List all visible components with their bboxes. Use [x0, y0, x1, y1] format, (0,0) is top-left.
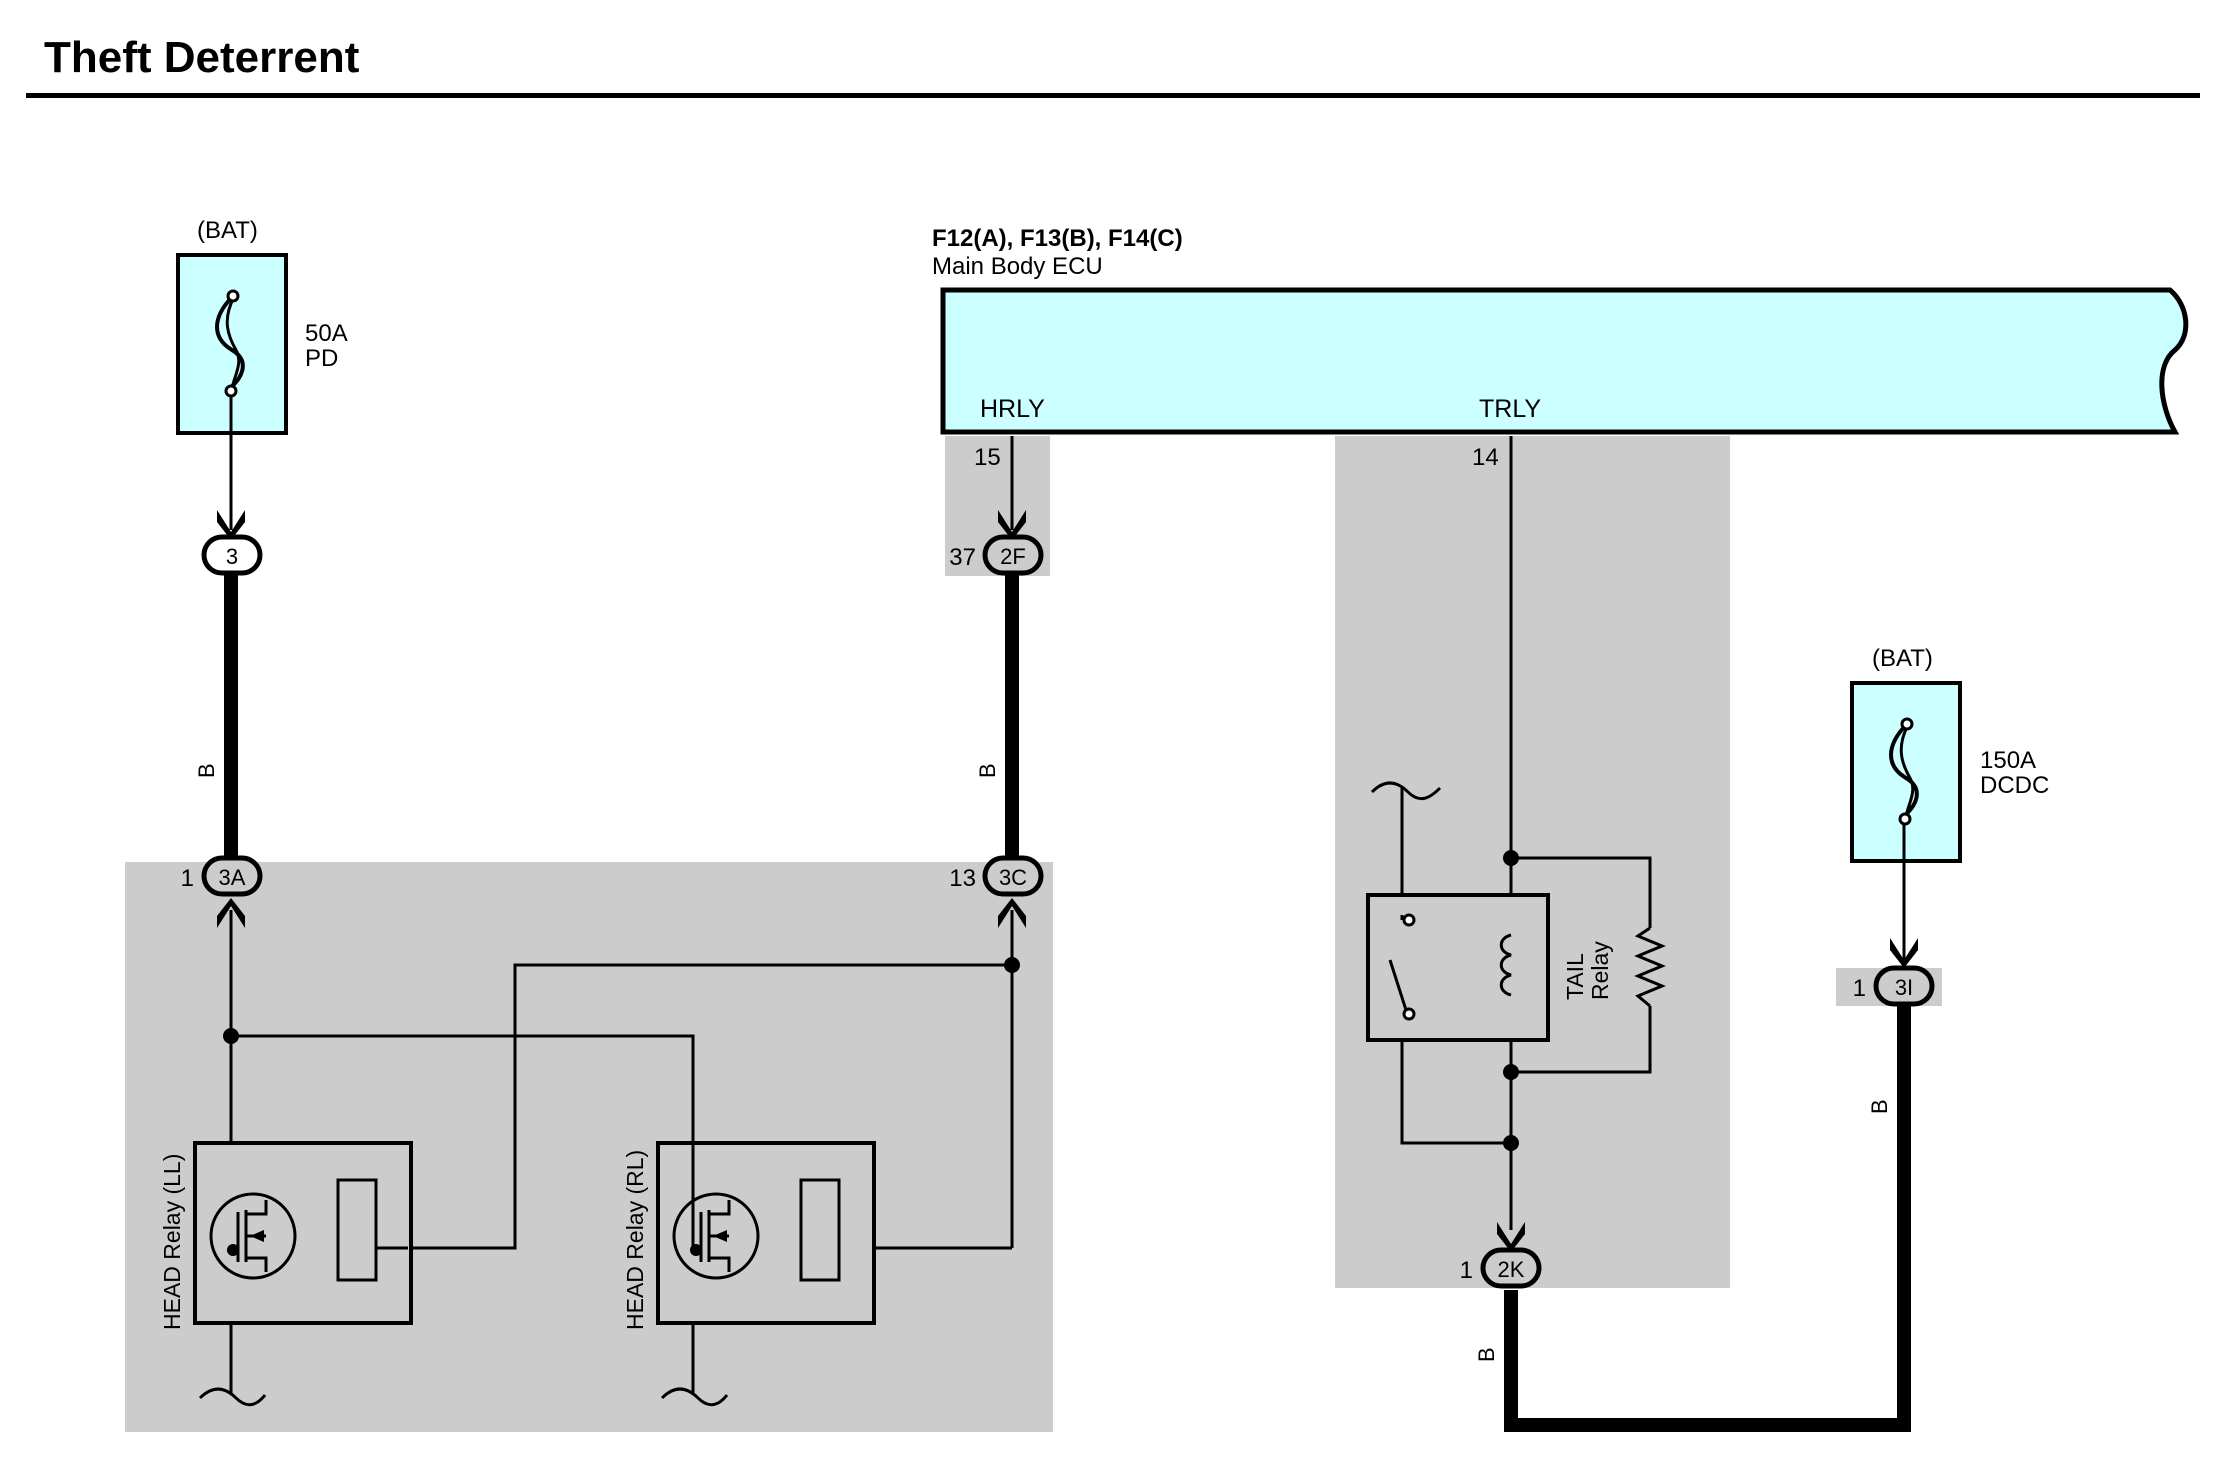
connector-3c-id: 3C — [999, 865, 1027, 890]
fuse-icon — [215, 289, 245, 398]
connector-3i-pin: 1 — [1853, 975, 1866, 1002]
connector-3-id: 3 — [226, 544, 238, 569]
connector-arrows — [217, 510, 1918, 1252]
connector-2f: 2F 37 — [949, 534, 1044, 576]
fuse-dcdc-rating: 150A — [1980, 747, 2036, 774]
connector-3a: 3A 1 — [181, 855, 263, 897]
fuse-pd-source: (BAT) — [197, 217, 258, 244]
connector-3c: 3C 13 — [949, 855, 1044, 897]
fuse-dcdc-source: (BAT) — [1872, 645, 1933, 672]
connector-2k-id: 2K — [1498, 1257, 1525, 1282]
relay-name-line1: TAIL — [1562, 953, 1588, 1000]
wire — [1511, 1006, 1652, 1074]
wire-thick — [1504, 1004, 1911, 1432]
wire-color-label: B — [1867, 1099, 1892, 1114]
head-relay-rl: HEAD Relay (RL) — [622, 1141, 876, 1330]
junction-dot — [223, 1028, 239, 1044]
connector-2f-pin: 37 — [949, 544, 976, 571]
arrow-down — [1497, 1222, 1525, 1252]
connector-3i: 3I 1 — [1853, 965, 1935, 1007]
connector-2k: 2K 1 — [1460, 1247, 1542, 1289]
ecu-connectors: F12(A), F13(B), F14(C) — [932, 225, 1183, 252]
junction-dot — [1004, 957, 1020, 973]
wire-color-label: B — [1474, 1347, 1499, 1362]
junctions — [223, 850, 1519, 1151]
tail-relay: TAIL Relay — [1366, 893, 1666, 1042]
fuse-dcdc-name: DCDC — [1980, 772, 2049, 799]
junction-dot — [1503, 1064, 1519, 1080]
arrow-down — [998, 510, 1026, 540]
head-relay-ll: HEAD Relay (LL) — [159, 1141, 413, 1330]
fuse-pd-rating: 50A — [305, 320, 348, 347]
mosfet-relay-icon — [672, 1143, 841, 1282]
wires — [224, 396, 1911, 1432]
wire-color-label: B — [194, 763, 219, 778]
arrow-down — [217, 510, 245, 540]
wire — [408, 963, 1012, 1250]
ground-tilde-icon — [1370, 781, 1442, 801]
fuse-pd-name: PD — [305, 345, 338, 372]
main-body-ecu: F12(A), F13(B), F14(C) Main Body ECU HRL… — [932, 225, 2189, 471]
connector-3a-id: 3A — [219, 865, 246, 890]
fuse-pd: (BAT) 50A PD — [176, 217, 348, 435]
relay-name-line2: Relay — [1587, 941, 1613, 1000]
relay-name: HEAD Relay (LL) — [159, 1154, 185, 1330]
junction-dot — [1503, 850, 1519, 866]
connector-2k-pin: 1 — [1460, 1257, 1473, 1284]
relay-box — [193, 1141, 413, 1325]
ecu-box — [940, 287, 2189, 435]
arrow-up — [998, 898, 1026, 928]
relay-name: HEAD Relay (RL) — [622, 1150, 648, 1330]
arrow-up — [217, 898, 245, 928]
ecu-pin-hrly: HRLY — [980, 395, 1045, 423]
mosfet-relay-icon — [209, 1178, 408, 1282]
wire — [1400, 1012, 1511, 1145]
connector-3c-pin: 13 — [949, 865, 976, 892]
title-rule — [26, 93, 2200, 98]
ecu-name: Main Body ECU — [932, 253, 1103, 280]
relay-box — [1366, 893, 1550, 1042]
ecu-pin-trly-num: 14 — [1472, 444, 1499, 471]
connector-2f-id: 2F — [1000, 544, 1026, 569]
ecu-trly-shade — [1335, 436, 1730, 1288]
connector-3a-pin: 1 — [181, 865, 194, 892]
relay-coil-icon — [1388, 913, 1666, 1021]
wire — [1511, 856, 1652, 928]
fuse-dcdc: (BAT) 150A DCDC — [1850, 645, 2049, 863]
ground-tilde-icon — [198, 1387, 267, 1407]
connector-3: 3 — [201, 534, 263, 576]
ecu-pin-hrly-num: 15 — [974, 444, 1001, 471]
wire-color-label: B — [975, 763, 1000, 778]
relay-box — [656, 1141, 876, 1325]
arrow-down — [1890, 938, 1918, 968]
ecu-pin-trly: TRLY — [1479, 395, 1541, 423]
connector-3i-id: 3I — [1895, 975, 1913, 1000]
ground-tilde-icon — [660, 1387, 729, 1407]
page-title: Theft Deterrent — [44, 33, 360, 82]
wire — [231, 1034, 695, 1143]
junction-dot — [1503, 1135, 1519, 1151]
